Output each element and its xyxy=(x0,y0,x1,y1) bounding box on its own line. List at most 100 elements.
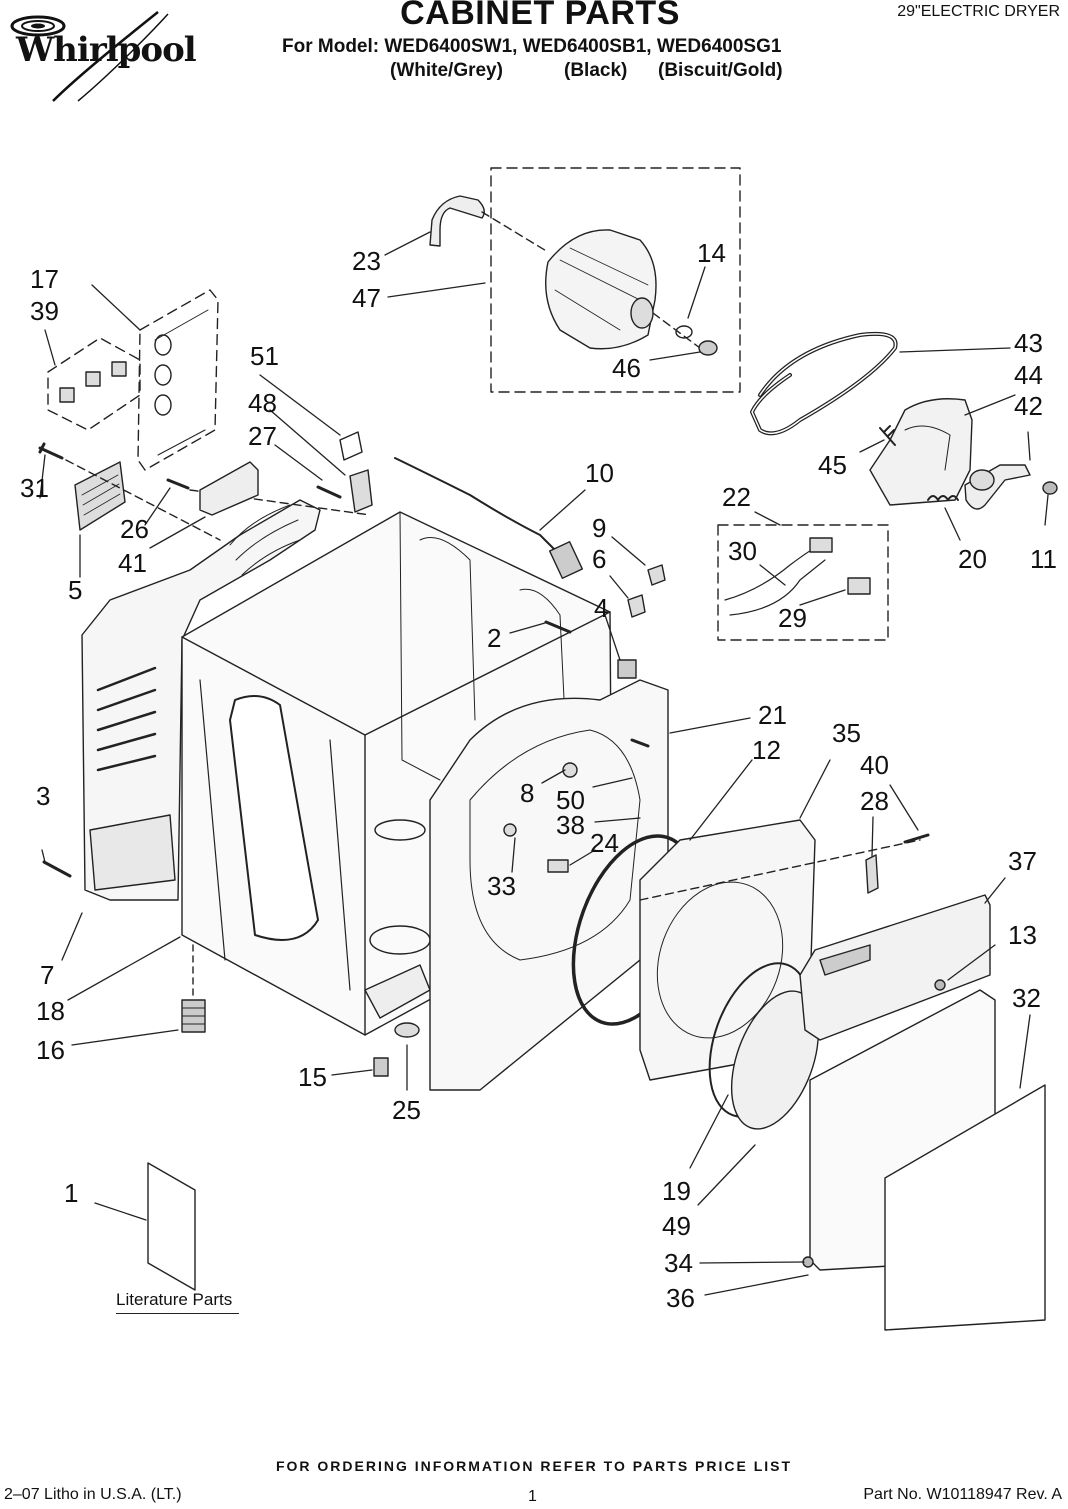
idler-spring xyxy=(927,495,959,501)
motor-housing xyxy=(545,229,657,350)
callout-17: 17 xyxy=(30,264,59,294)
drive-belt xyxy=(750,331,898,436)
callout-6: 6 xyxy=(592,544,607,574)
callout-16: 16 xyxy=(36,1035,65,1065)
harness-connector xyxy=(809,537,833,553)
callout-21: 21 xyxy=(758,700,787,730)
callout-34: 34 xyxy=(664,1248,693,1278)
callout-10: 10 xyxy=(585,458,614,488)
plug-33 xyxy=(503,823,517,837)
callout-28: 28 xyxy=(860,786,889,816)
whirlpool-swirl-icon xyxy=(10,11,169,102)
callout-22: 22 xyxy=(722,482,751,512)
callout-51: 51 xyxy=(250,341,279,371)
callout-39: 39 xyxy=(30,296,59,326)
rear-panel xyxy=(81,499,321,901)
callout-27: 27 xyxy=(248,421,277,451)
screw-50 xyxy=(630,738,650,748)
harness-group-box xyxy=(717,524,889,641)
callout-20: 20 xyxy=(958,544,987,574)
callout-4: 4 xyxy=(594,593,609,623)
clip-15 xyxy=(373,1057,389,1077)
litho-info: 2–07 Litho in U.S.A. (LT.) xyxy=(4,1486,182,1503)
callout-7: 7 xyxy=(40,960,55,990)
whirlpool-logo: Whirlpool xyxy=(8,6,197,106)
door-switch-8 xyxy=(562,762,578,778)
screw-26 xyxy=(166,478,190,490)
literature-book xyxy=(147,1162,196,1291)
motor-group-box xyxy=(490,167,741,393)
callout-18: 18 xyxy=(36,996,65,1026)
callout-37: 37 xyxy=(1008,846,1037,876)
wire-harness-10 xyxy=(394,457,561,556)
screw-3 xyxy=(42,860,72,878)
callout-30: 30 xyxy=(728,536,757,566)
harness-plug xyxy=(548,541,584,579)
variant-black: (Black) xyxy=(564,60,628,81)
callout-25: 25 xyxy=(392,1095,421,1125)
literature-parts-label: Literature Parts xyxy=(116,1290,233,1309)
terminal-block-group xyxy=(47,337,141,431)
console-panel xyxy=(799,894,991,1041)
foot-25 xyxy=(394,1022,420,1038)
callout-15: 15 xyxy=(298,1062,327,1092)
callout-26: 26 xyxy=(120,514,149,544)
callout-33: 33 xyxy=(487,871,516,901)
callout-19: 19 xyxy=(662,1176,691,1206)
bracket-48 xyxy=(349,469,373,513)
idler-nut xyxy=(1042,481,1058,495)
callout-48: 48 xyxy=(248,388,277,418)
part-number: Part No. W10118947 Rev. A xyxy=(863,1486,1062,1503)
callout-38: 38 xyxy=(556,810,585,840)
screw-2 xyxy=(544,620,572,634)
callout-5: 5 xyxy=(68,575,83,605)
motor-nut xyxy=(698,340,718,356)
access-bracket xyxy=(137,289,219,471)
clip-51 xyxy=(339,431,363,461)
screw-31 xyxy=(38,442,64,460)
page-number: 1 xyxy=(528,1488,537,1505)
callout-40: 40 xyxy=(860,750,889,780)
callout-11: 11 xyxy=(1030,544,1057,574)
motor-pulley xyxy=(630,297,654,329)
callout-12: 12 xyxy=(752,735,781,765)
motor-washer xyxy=(675,325,693,339)
screw-40 xyxy=(903,833,930,844)
idler-pulley xyxy=(969,469,995,491)
product-type: 29"ELECTRIC DRYER xyxy=(897,3,1060,20)
door-glass xyxy=(730,990,820,1130)
callout-46: 46 xyxy=(612,353,641,383)
callout-8: 8 xyxy=(520,778,535,808)
switch-6 xyxy=(627,594,646,618)
cabinet-side-window xyxy=(229,695,319,941)
callout-43: 43 xyxy=(1014,328,1043,358)
callout-9: 9 xyxy=(592,513,607,543)
page-title: CABINET PARTS xyxy=(400,0,680,32)
callout-29: 29 xyxy=(778,603,807,633)
hinge-28 xyxy=(865,854,879,894)
screw-27 xyxy=(316,485,342,499)
callout-13: 13 xyxy=(1008,920,1037,950)
motor-clamp xyxy=(429,195,485,247)
light-9 xyxy=(647,564,666,586)
callout-49: 49 xyxy=(662,1211,691,1241)
callout-35: 35 xyxy=(832,718,861,748)
switch-4 xyxy=(617,659,637,679)
model-line: For Model: WED6400SW1, WED6400SB1, WED64… xyxy=(282,36,782,57)
nut-13 xyxy=(934,979,946,991)
variant-white-grey: (White/Grey) xyxy=(390,60,503,81)
callout-41: 41 xyxy=(118,548,147,578)
idler-bolt xyxy=(879,425,896,446)
callout-47: 47 xyxy=(352,283,381,313)
callout-24: 24 xyxy=(590,828,619,858)
ordering-note: FOR ORDERING INFORMATION REFER TO PARTS … xyxy=(275,1458,793,1474)
callout-14: 14 xyxy=(697,238,726,268)
variant-biscuit-gold: (Biscuit/Gold) xyxy=(658,60,783,81)
callout-3: 3 xyxy=(36,781,51,811)
outer-door-skin xyxy=(884,1084,1046,1331)
harness-switch xyxy=(847,577,871,595)
bracket-41 xyxy=(199,461,259,516)
callout-23: 23 xyxy=(352,246,381,276)
callout-31: 31 xyxy=(20,473,49,503)
